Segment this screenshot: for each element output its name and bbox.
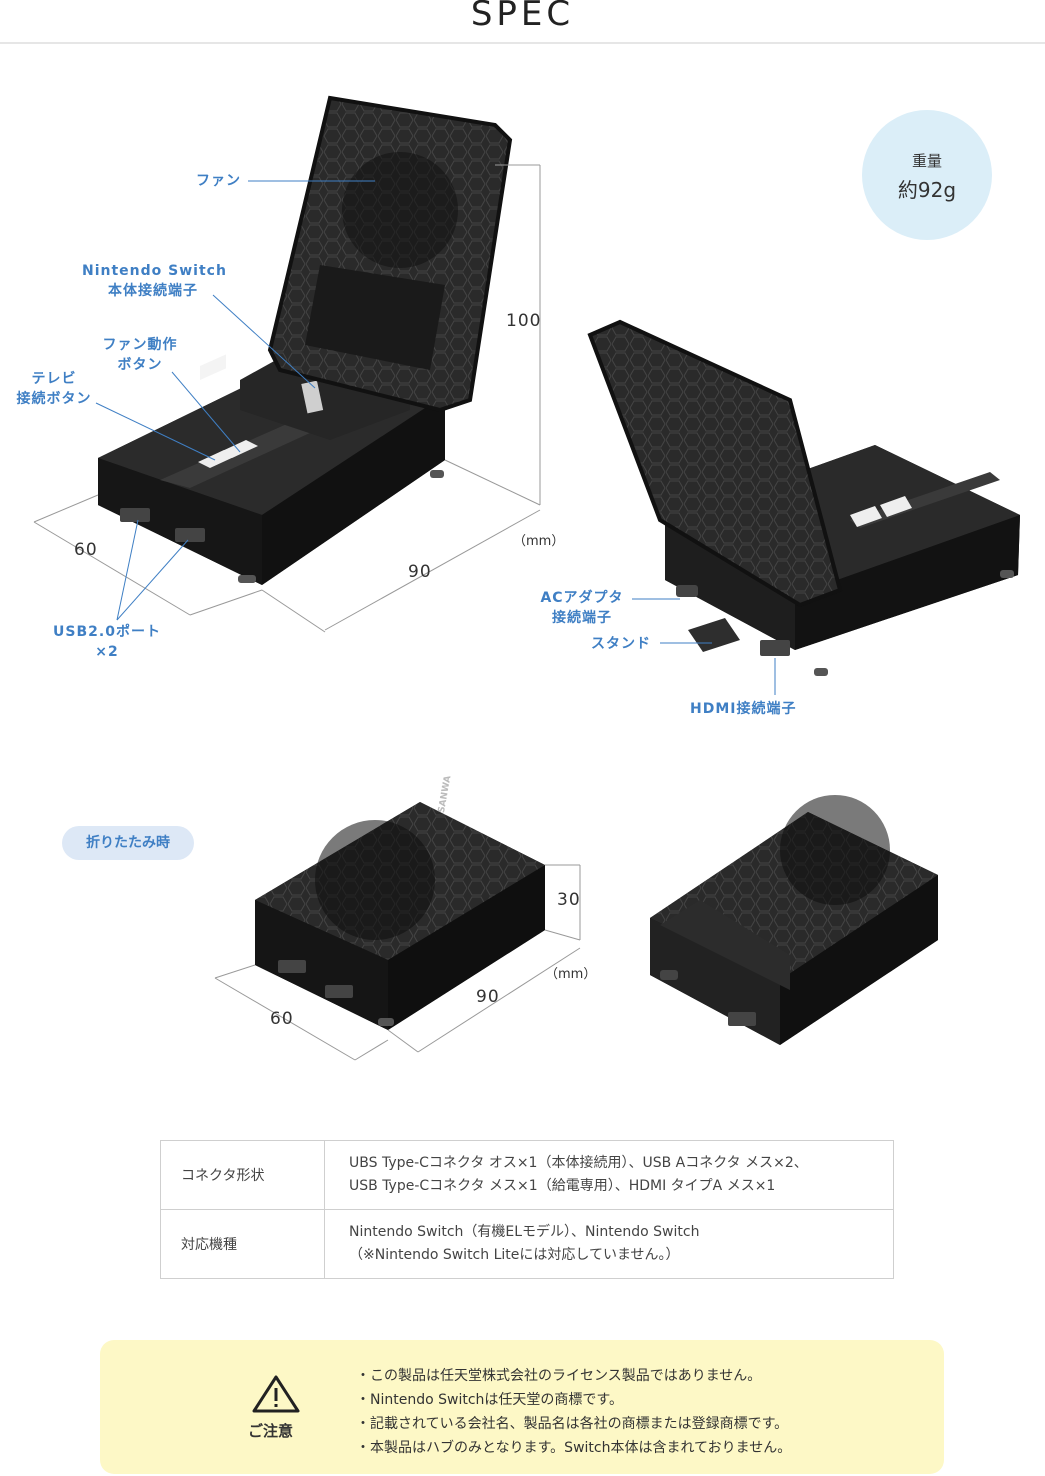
dim-depth-folded: 60 xyxy=(270,1009,294,1029)
device-open-front xyxy=(98,95,513,585)
dimension-lines-folded xyxy=(214,864,581,1061)
dim-width-folded: 90 xyxy=(476,987,500,1007)
callout-lines-rear xyxy=(632,598,776,695)
device-open-rear xyxy=(587,319,1020,676)
label-hdmi-port: HDMI接続端子 xyxy=(690,701,797,717)
folded-badge: 折りたたみ時 xyxy=(62,826,194,860)
list-item: ・Nintendo Switchは任天堂の商標です。 xyxy=(356,1392,623,1408)
callout-lines-open xyxy=(95,180,375,621)
weight-badge: 重量 約92g xyxy=(862,110,992,240)
label-fan: ファン xyxy=(196,173,241,189)
label-fan-button: ファン動作 ボタン xyxy=(102,337,178,373)
device-folded-front xyxy=(255,802,545,1030)
spec-value-connector: UBS Type-Cコネクタ オス×1（本体接続用）、USB Aコネクタ メス×… xyxy=(324,1140,894,1210)
label-tv-button: テレビ 接続ボタン xyxy=(16,371,92,407)
label-ac-port: ACアダプタ 接続端子 xyxy=(540,590,624,626)
dim-width-open: 90 xyxy=(408,562,432,582)
warning-triangle-icon xyxy=(250,1374,302,1418)
dim-unit-open: （mm） xyxy=(513,534,565,549)
device-folded-rear xyxy=(650,795,938,1045)
spec-table: コネクタ形状 UBS Type-Cコネクタ オス×1（本体接続用）、USB Aコ… xyxy=(160,1140,894,1279)
page-title: SPEC xyxy=(470,0,575,34)
spec-value-compatible: Nintendo Switch（有機ELモデル）、Nintendo Switch… xyxy=(324,1209,894,1279)
dim-height-open: 100 xyxy=(506,311,542,331)
spec-header-compatible: 対応機種 xyxy=(160,1209,325,1279)
notice-box: ご注意 ・この製品は任天堂株式会社のライセンス製品ではありません。 ・Ninte… xyxy=(100,1340,944,1474)
dim-depth-open: 60 xyxy=(74,540,98,560)
dimension-lines-open xyxy=(33,164,541,633)
notice-label: ご注意 xyxy=(248,1422,294,1440)
notice-list: ・この製品は任天堂株式会社のライセンス製品ではありません。 ・Nintendo … xyxy=(356,1364,791,1460)
title-divider xyxy=(0,42,1045,44)
label-stand: スタンド xyxy=(591,636,651,652)
label-switch-port: Nintendo Switch 本体接続端子 xyxy=(82,263,227,299)
table-row: コネクタ形状 UBS Type-Cコネクタ オス×1（本体接続用）、USB Aコ… xyxy=(160,1140,894,1210)
list-item: ・本製品はハブのみとなります。Switch本体は含まれておりません。 xyxy=(356,1440,792,1456)
dim-unit-folded: （mm） xyxy=(545,967,597,982)
table-row: 対応機種 Nintendo Switch（有機ELモデル）、Nintendo S… xyxy=(160,1209,894,1279)
list-item: ・この製品は任天堂株式会社のライセンス製品ではありません。 xyxy=(356,1368,762,1384)
spec-header-connector: コネクタ形状 xyxy=(160,1140,325,1210)
label-usb-ports: USB2.0ポート ×2 xyxy=(53,624,161,660)
list-item: ・記載されている会社名、製品名は各社の商標または登録商標です。 xyxy=(356,1416,789,1432)
dim-height-folded: 30 xyxy=(557,890,581,910)
